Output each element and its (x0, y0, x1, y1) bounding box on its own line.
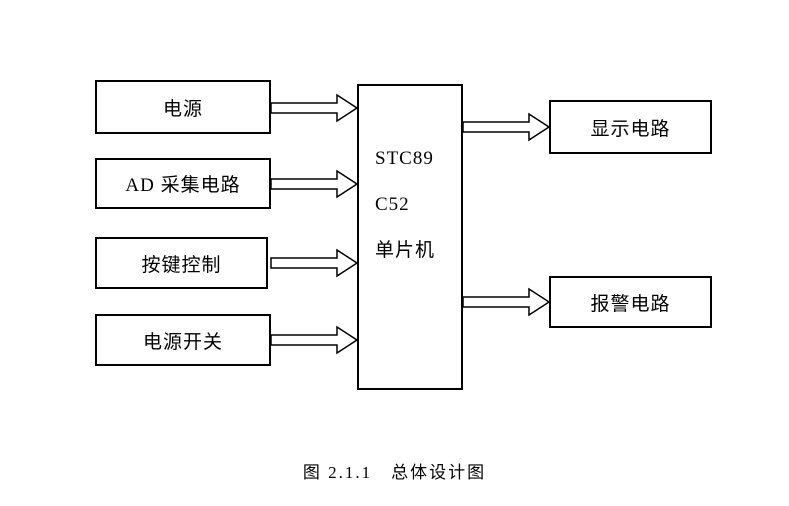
block-mcu-line2: C52 (375, 194, 410, 215)
block-display-circuit-label: 显示电路 (590, 118, 671, 140)
block-ad-acquisition: AD 采集电路 (95, 158, 271, 209)
block-power-supply-label: 电源 (162, 98, 203, 120)
block-ad-acquisition-label: AD 采集电路 (125, 175, 241, 196)
block-mcu-line3: 单片机 (375, 240, 436, 261)
block-key-control: 按键控制 (95, 237, 268, 289)
block-mcu: STC89 C52 单片机 (357, 84, 463, 390)
block-alarm-circuit: 报警电路 (549, 276, 712, 328)
block-display-circuit: 显示电路 (549, 100, 712, 154)
arrow-switch-to-mcu (270, 325, 359, 355)
block-alarm-circuit-label: 报警电路 (590, 293, 671, 315)
block-power-supply: 电源 (95, 80, 271, 134)
arrow-mcu-to-display (462, 112, 551, 142)
arrow-power-to-mcu (270, 93, 359, 123)
block-power-switch: 电源开关 (95, 314, 271, 366)
arrow-ad-to-mcu (270, 169, 359, 199)
block-key-control-label: 按键控制 (141, 254, 222, 276)
figure-caption: 图 2.1.1 总体设计图 (302, 463, 487, 482)
block-mcu-label: STC89 C52 单片机 (359, 86, 435, 274)
arrow-mcu-to-alarm (462, 287, 551, 317)
block-power-switch-label: 电源开关 (142, 331, 223, 353)
block-mcu-line1: STC89 (375, 148, 434, 169)
arrow-key-to-mcu (270, 248, 359, 278)
